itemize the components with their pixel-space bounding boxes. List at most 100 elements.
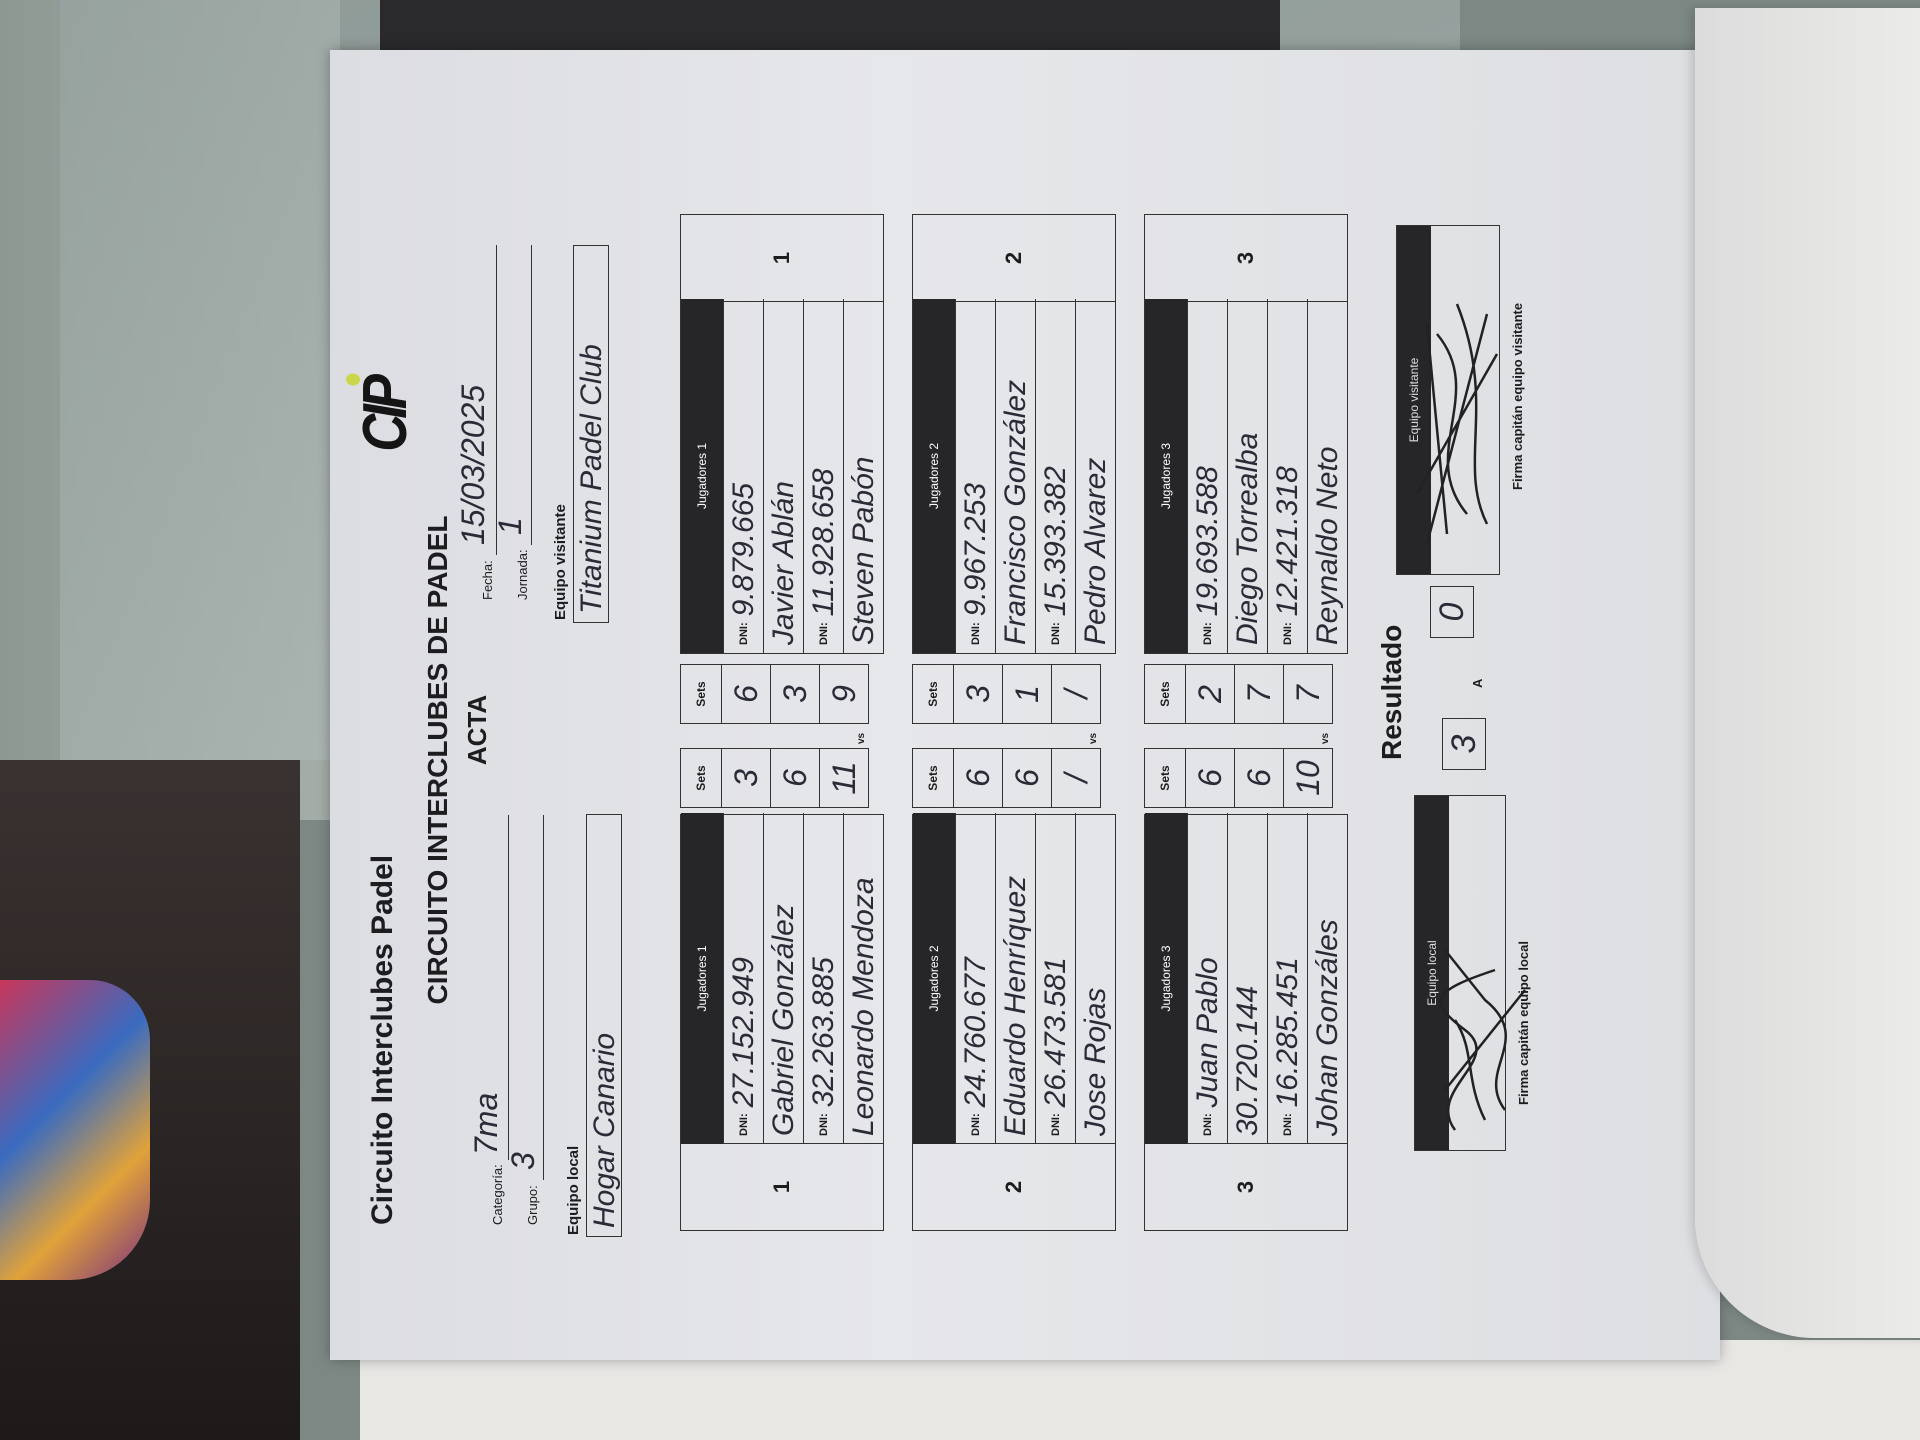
dni-row: DNI:15.393.382 xyxy=(1035,299,1075,653)
sets-header: Sets xyxy=(1158,765,1172,791)
name-row: Jose Rojas xyxy=(1075,813,1115,1144)
dni-row: DNI: 9.879.665 xyxy=(723,299,763,653)
dni-value: 24.760.677 xyxy=(958,957,992,1108)
name-row: Gabriel González xyxy=(763,813,803,1144)
dni-label: DNI: xyxy=(1281,1113,1294,1136)
set-score: 7 xyxy=(1234,665,1283,723)
player-name: Jose Rojas xyxy=(1078,987,1112,1136)
player-name: Leonardo Mendoza xyxy=(846,877,880,1136)
small-title: Circuito Interclubes Padel xyxy=(366,854,399,1225)
equipo-visitante-label: Equipo visitante xyxy=(552,504,569,620)
dni-row: DNI: 11.928.658 xyxy=(803,299,843,653)
vs-label: vs xyxy=(1320,732,1331,744)
player-name: Gabriel González xyxy=(766,904,800,1136)
jornada-value: 1 xyxy=(492,517,528,535)
dni-value: 11.928.658 xyxy=(806,468,840,617)
resultado-local-box: 3 xyxy=(1442,718,1486,770)
player-name: Reynaldo Neto xyxy=(1310,446,1344,645)
jornada-label: Jornada: xyxy=(515,549,530,600)
sets-header: Sets xyxy=(926,765,940,791)
vs-label: vs xyxy=(1088,732,1099,744)
firma-visitante-box: Equipo visitante xyxy=(1396,225,1500,575)
match-number: 3 xyxy=(1145,1143,1347,1230)
dni-value: 12.421.318 xyxy=(1270,466,1304,617)
set-score: 6 xyxy=(1234,749,1283,807)
players-header: Jugadores 3 xyxy=(1145,299,1187,653)
equipo-local-label: Equipo local xyxy=(565,1145,582,1235)
name-row: Pedro Alvarez xyxy=(1075,299,1115,653)
firma-visitante-caption: Firma capitán equipo visitante xyxy=(1510,302,1525,490)
sets-header: Sets xyxy=(694,765,708,791)
acta-document: CIP Circuito Interclubes Padel CIRCUITO … xyxy=(330,50,1720,1360)
player-name: Javier Ablán xyxy=(766,481,800,645)
dni-row: DNI:Juan Pablo xyxy=(1187,813,1227,1144)
dni-label: DNI: xyxy=(1049,622,1062,645)
dni-label: DNI: xyxy=(737,622,750,645)
fecha-line xyxy=(496,245,497,555)
cip-logo: CIP xyxy=(346,358,450,452)
name-row: Francisco González xyxy=(995,299,1035,653)
resultado-visit-box: 0 xyxy=(1430,586,1474,638)
player-name: Eduardo Henríquez xyxy=(998,875,1032,1136)
dni-label: DNI: xyxy=(817,622,830,645)
match-number: 3 xyxy=(1145,215,1347,302)
set-score: 6 xyxy=(721,665,770,723)
dni-value: 9.879.665 xyxy=(726,482,760,617)
grupo-value: 3 xyxy=(505,1152,541,1170)
set-score: 10 xyxy=(1283,749,1332,807)
set-score: 1 xyxy=(1002,665,1051,723)
set-score: 7 xyxy=(1283,665,1332,723)
signature-local-icon xyxy=(1439,949,1526,1131)
player-name: Pedro Alvarez xyxy=(1078,457,1112,645)
players-header: Jugadores 1 xyxy=(681,813,723,1144)
vs-label: vs xyxy=(856,732,867,744)
player-name: Johan Gonzáles xyxy=(1310,919,1344,1136)
set-score: 11 xyxy=(819,749,868,807)
dni-value: 16.285.451 xyxy=(1270,957,1304,1108)
dni-value: 26.473.581 xyxy=(1038,957,1072,1108)
fecha-value: 15/03/2025 xyxy=(455,384,491,545)
set-score: 3 xyxy=(721,749,770,807)
match-number: 1 xyxy=(681,1143,883,1230)
name-row: Johan Gonzáles xyxy=(1307,813,1347,1144)
dni-row: DNI: 24.760.677 xyxy=(955,813,995,1144)
name-row: Eduardo Henríquez xyxy=(995,813,1035,1144)
match-number: 2 xyxy=(913,215,1115,302)
match-number: 1 xyxy=(681,215,883,302)
set-score: 6 xyxy=(1002,749,1051,807)
name-row: Reynaldo Neto xyxy=(1307,299,1347,653)
set-score: 2 xyxy=(1185,665,1234,723)
name-row: Steven Pabón xyxy=(843,299,883,653)
set-score: 3 xyxy=(770,665,819,723)
players-header: Jugadores 3 xyxy=(1145,813,1187,1144)
acta-title: ACTA xyxy=(462,694,492,766)
grupo-label: Grupo: xyxy=(525,1185,540,1225)
set-score: 9 xyxy=(819,665,868,723)
dni-value: 27.152.949 xyxy=(726,957,760,1108)
players-header: Jugadores 1 xyxy=(681,299,723,653)
dni-label: DNI: xyxy=(1201,1113,1214,1136)
equipo-visitante-field: Titanium Padel Club xyxy=(573,245,609,623)
set-score: / xyxy=(1051,665,1100,723)
padel-ball-icon xyxy=(346,373,360,386)
signature-visitante-icon xyxy=(1415,303,1499,545)
dni-row: DNI:26.473.581 xyxy=(1035,813,1075,1144)
dni-label: DNI: xyxy=(969,1113,982,1136)
player-name: Francisco González xyxy=(998,379,1032,645)
jornada-line xyxy=(531,245,532,545)
player-name: Diego Torrealba xyxy=(1230,432,1264,645)
logo-text: CIP xyxy=(351,379,420,452)
dni-row: DNI:9.967.253 xyxy=(955,299,995,653)
folder xyxy=(1695,8,1920,1338)
dni-label: DNI: xyxy=(817,1113,830,1136)
sets-header: Sets xyxy=(1158,681,1172,707)
